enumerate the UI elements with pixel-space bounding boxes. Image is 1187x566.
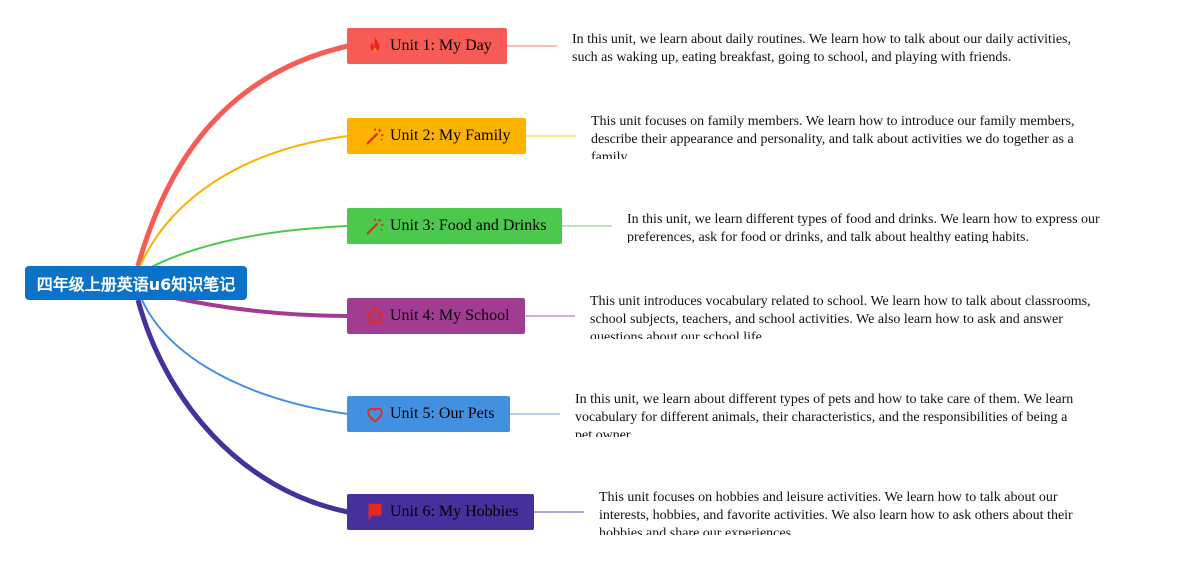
star-icon	[364, 305, 386, 327]
unit-node-6[interactable]: Unit 6: My Hobbies	[347, 494, 534, 530]
unit-title-5: Unit 5: Our Pets	[390, 405, 495, 422]
unit-title-3: Unit 3: Food and Drinks	[390, 217, 547, 234]
unit-description-1: In this unit, we learn about daily routi…	[572, 32, 1071, 64]
unit-title-4: Unit 4: My School	[390, 307, 510, 324]
unit-node-4[interactable]: Unit 4: My School	[347, 298, 525, 334]
branch-unit-1	[135, 43, 349, 267]
unit-node-5[interactable]: Unit 5: Our Pets	[347, 396, 510, 432]
root-topic[interactable]: 四年级上册英语u6知识笔记	[25, 266, 247, 300]
unit-title-2: Unit 2: My Family	[390, 127, 511, 144]
unit-description-4: This unit introduces vocabulary related …	[590, 294, 1091, 339]
magic-wand-icon	[364, 125, 386, 147]
branch-unit-5	[141, 299, 349, 415]
unit-title-6: Unit 6: My Hobbies	[390, 503, 519, 520]
unit-description-6: This unit focuses on hobbies and leisure…	[599, 490, 1073, 535]
unit-node-3[interactable]: Unit 3: Food and Drinks	[347, 208, 562, 244]
unit-node-2[interactable]: Unit 2: My Family	[347, 118, 526, 154]
unit-description-2: This unit focuses on family members. We …	[591, 114, 1075, 159]
unit-title-1: Unit 1: My Day	[390, 37, 492, 54]
heart-icon	[364, 403, 386, 425]
unit-node-1[interactable]: Unit 1: My Day	[347, 28, 507, 64]
branch-unit-4	[169, 295, 349, 318]
fire-icon	[364, 35, 386, 57]
unit-description-3: In this unit, we learn different types o…	[627, 212, 1100, 243]
magic-wand-icon	[364, 215, 386, 237]
branch-unit-3	[141, 225, 349, 273]
unit-description-5: In this unit, we learn about different t…	[575, 392, 1074, 437]
branch-unit-6	[135, 299, 349, 515]
flag-icon	[364, 501, 386, 523]
branch-unit-2	[139, 135, 349, 267]
